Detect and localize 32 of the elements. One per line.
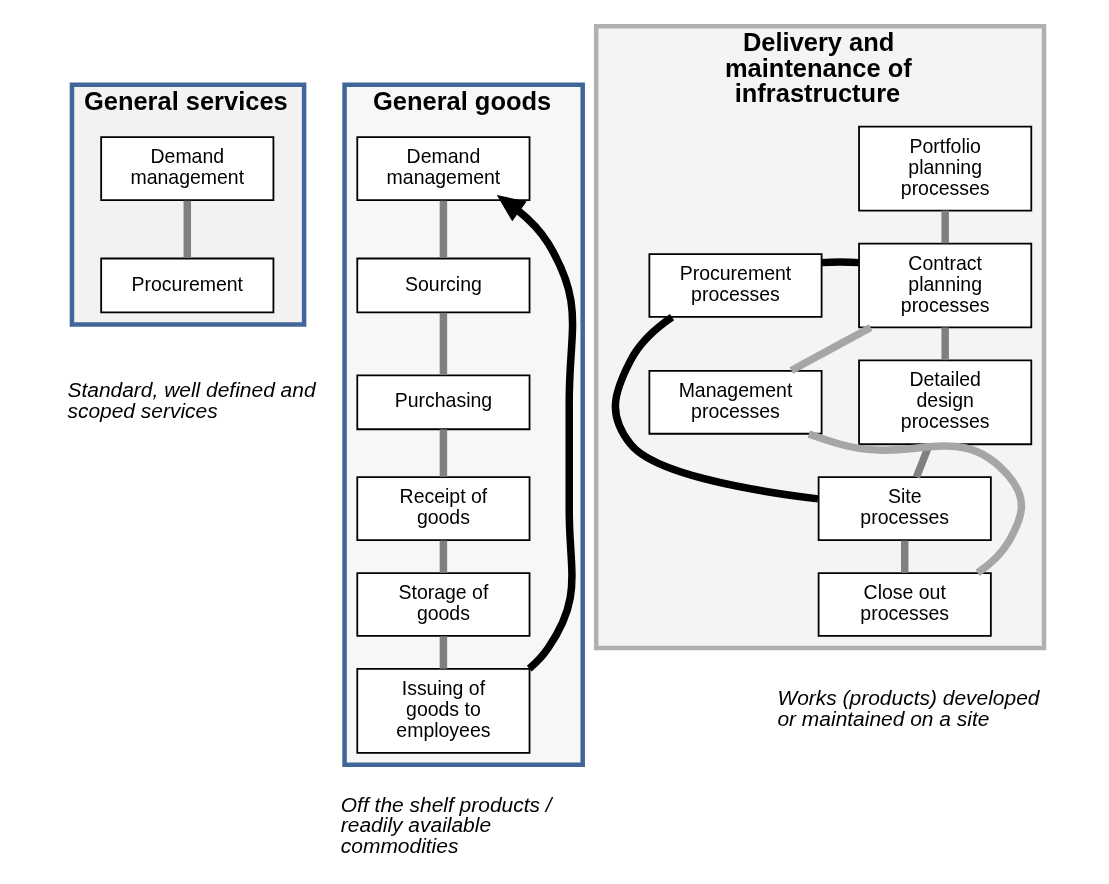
node-box: Management processes [647, 369, 822, 435]
connector [439, 636, 447, 669]
arrow [496, 194, 576, 672]
node-box: Contract planning processes [857, 242, 1032, 329]
node-box: Sourcing [355, 257, 530, 314]
label: Off the shelf products / readily available commodities [340, 792, 552, 858]
node-box: Detailed design processes [857, 359, 1032, 446]
connector [439, 540, 447, 573]
connector [789, 324, 872, 374]
connector [439, 312, 447, 376]
node-box: Site processes [817, 476, 992, 541]
node-box: Procurement processes [647, 253, 822, 318]
node-box: Storage of goods [355, 572, 530, 637]
node-box: Receipt of goods [355, 476, 530, 541]
connector [439, 429, 447, 477]
connector [900, 540, 908, 573]
node-box: Demand management [355, 136, 530, 201]
connector [940, 210, 949, 244]
label: Works (products) developed or maintained on a site [776, 686, 1039, 731]
connector [439, 200, 447, 259]
node-box: Procurement [99, 257, 274, 314]
node-box: Close out processes [817, 572, 992, 637]
connector [183, 200, 191, 259]
label: Standard, well defined and scoped services [66, 377, 316, 422]
node-box: Demand management [99, 136, 274, 201]
connector [821, 258, 859, 267]
connector [807, 430, 1025, 576]
connector [940, 327, 949, 361]
node-box: Portfolio planning processes [857, 125, 1032, 212]
node-box: Issuing of goods to employees [355, 668, 530, 754]
node-box: Purchasing [355, 374, 530, 431]
connector [611, 314, 818, 503]
